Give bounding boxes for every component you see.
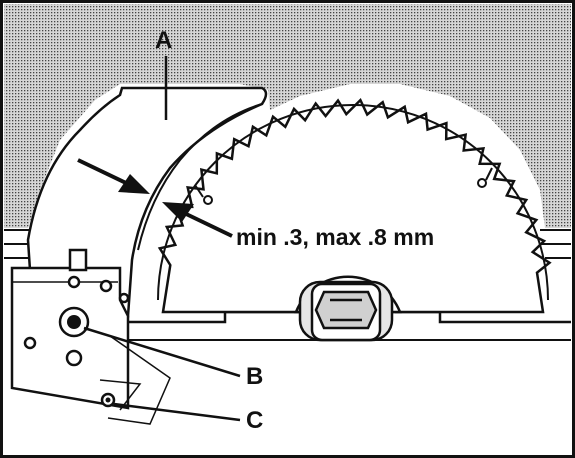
clearance-dimension-label: min .3, max .8 mm <box>236 224 435 250</box>
saw-blade-icon <box>157 97 552 314</box>
label-a: A <box>155 27 173 54</box>
adjusting-screw-icon <box>58 306 90 338</box>
mounting-bracket <box>10 248 171 425</box>
arbor-nut-icon <box>294 275 402 342</box>
label-b: B <box>246 363 264 390</box>
locking-screw-icon <box>100 392 116 408</box>
label-c: C <box>246 407 264 434</box>
riving-knife-icon <box>26 86 268 318</box>
leader-lines <box>83 56 241 422</box>
stippled-background <box>4 4 571 228</box>
clearance-arrows <box>77 158 233 238</box>
